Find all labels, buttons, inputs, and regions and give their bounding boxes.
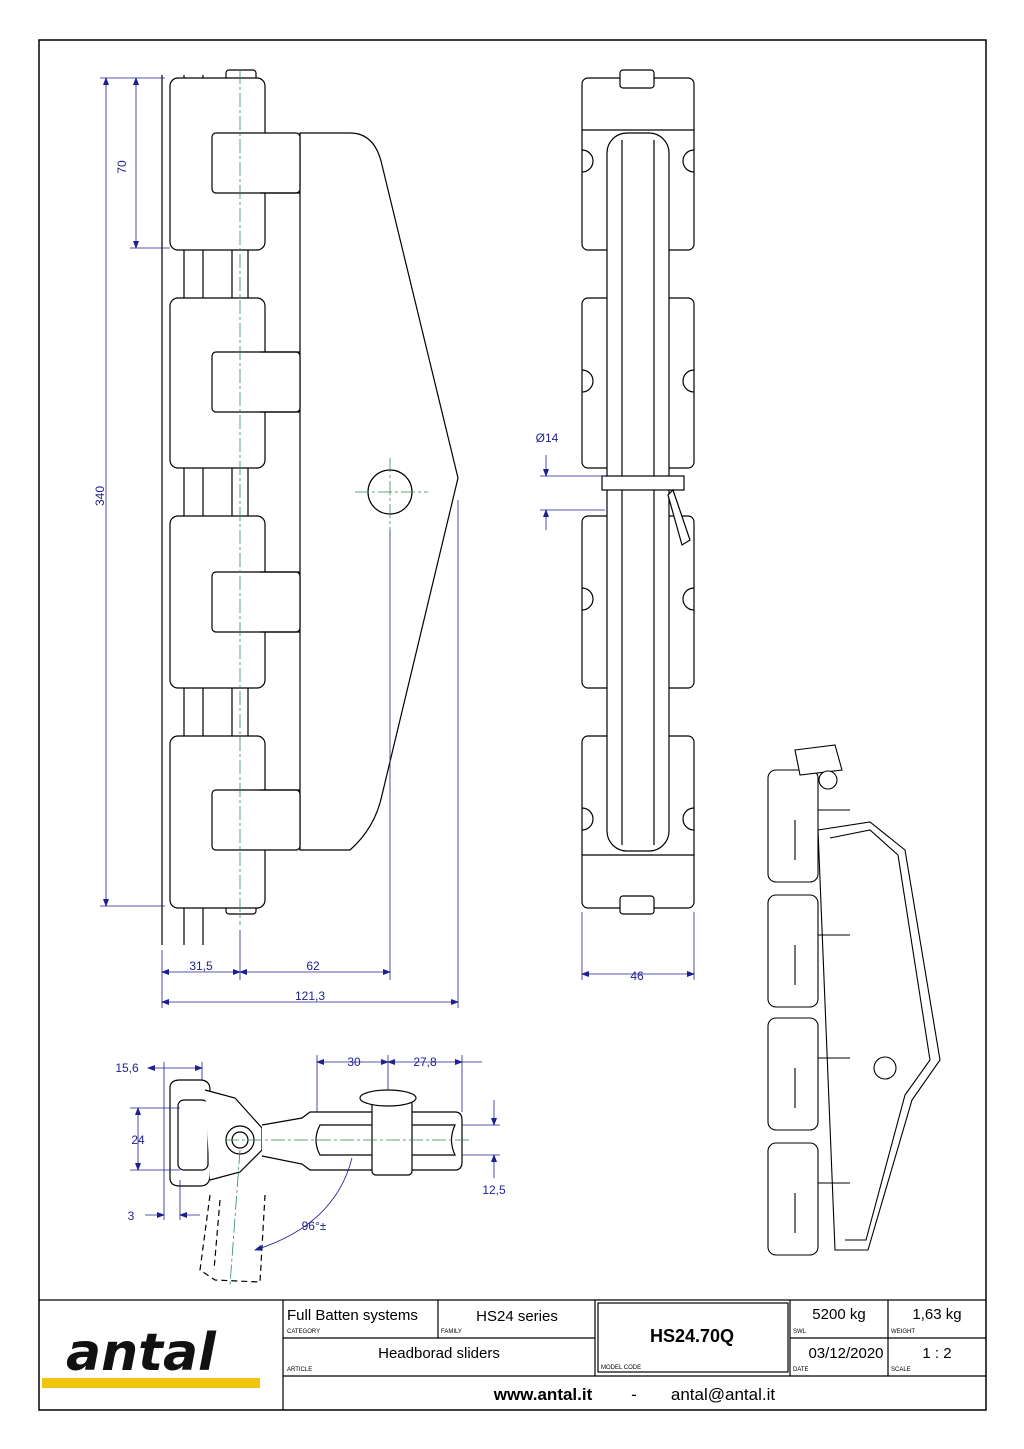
side-dimension-lines [100, 77, 459, 1008]
dim-121-3: 121,3 [295, 989, 325, 1003]
swl-value: 5200 kg [812, 1306, 865, 1323]
dim-46: 46 [630, 969, 644, 983]
dim-15-6: 15,6 [115, 1061, 139, 1075]
dim-340: 340 [93, 486, 107, 506]
dim-30: 30 [347, 1055, 361, 1069]
model-code-value: HS24.70Q [650, 1326, 734, 1346]
weight-label: WEIGHT [891, 1329, 915, 1335]
family-label: FAMILY [441, 1329, 462, 1335]
side-view [161, 69, 459, 945]
model-code-label: MODEL CODE [601, 1365, 641, 1371]
dim-70: 70 [115, 160, 129, 174]
dim-12-5: 12,5 [482, 1183, 506, 1197]
brand-logo: antal [66, 1323, 217, 1383]
article-value: Headborad sliders [378, 1345, 500, 1362]
scale-value: 1 : 2 [922, 1345, 951, 1362]
article-label: ARTICLE [287, 1367, 312, 1373]
weight-value: 1,63 kg [912, 1306, 961, 1323]
title-block [39, 1299, 986, 1410]
dim-angle-96: 96°± [302, 1219, 327, 1233]
website-link[interactable]: www.antal.it [493, 1385, 593, 1404]
date-label: DATE [793, 1367, 809, 1373]
dim-27-8: 27,8 [413, 1055, 437, 1069]
family-value: HS24 series [476, 1308, 558, 1325]
date-value: 03/12/2020 [808, 1345, 883, 1362]
scale-label: SCALE [891, 1367, 911, 1373]
isometric-view [767, 744, 941, 1256]
top-centerlines [225, 1139, 470, 1286]
swl-label: SWL [793, 1329, 807, 1335]
dim-62: 62 [306, 959, 320, 973]
dim-24: 24 [131, 1133, 145, 1147]
dim-31-5: 31,5 [189, 959, 213, 973]
dim-diameter-14: Ø14 [536, 431, 559, 445]
side-centerlines [239, 70, 428, 925]
category-value: Full Batten systems [287, 1307, 418, 1324]
dim-3: 3 [128, 1209, 135, 1223]
drawing-frame [38, 39, 987, 1411]
logo-accent-bar [42, 1378, 260, 1388]
category-label: CATEGORY [287, 1329, 320, 1335]
email-link[interactable]: antal@antal.it [671, 1385, 775, 1404]
top-dimension-lines [130, 1055, 500, 1251]
front-dimension-lines [540, 455, 695, 980]
front-view [581, 69, 695, 915]
top-view [169, 1079, 463, 1283]
contact-separator: - [631, 1385, 637, 1404]
